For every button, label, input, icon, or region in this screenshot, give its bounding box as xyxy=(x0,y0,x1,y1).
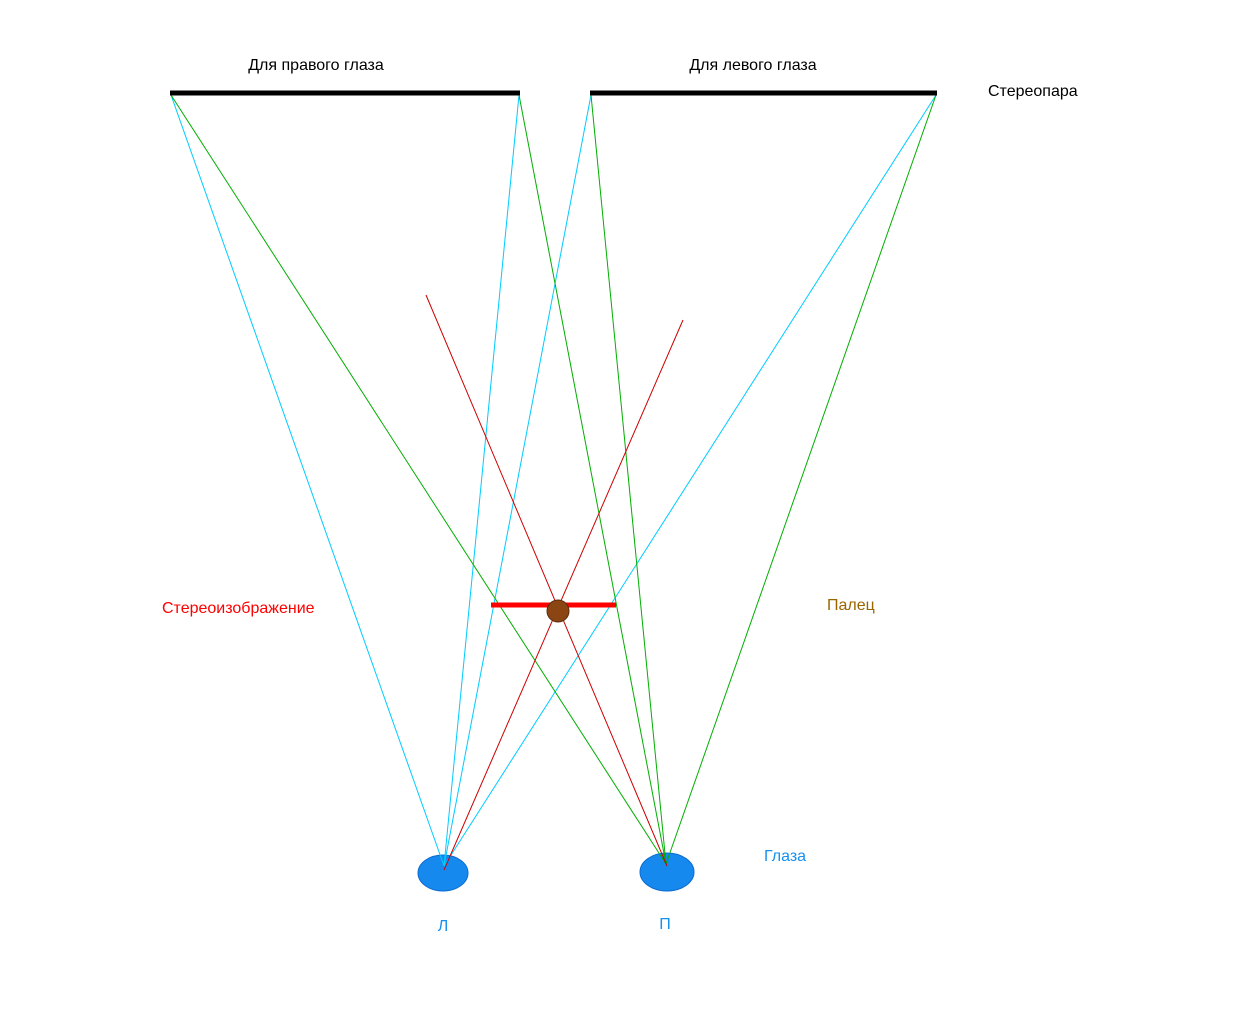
label-for-left-eye: Для левого глаза xyxy=(689,57,817,74)
ray-left-eye-to-bar2-left xyxy=(443,94,592,867)
right-eye-ellipse xyxy=(639,852,695,892)
ray-left-eye-to-bar1-right xyxy=(443,94,520,867)
label-left-eye-letter: Л xyxy=(437,918,449,935)
ray-left-eye-through-finger xyxy=(443,319,684,871)
finger-dot xyxy=(546,599,570,623)
ray-right-eye-to-bar1-left xyxy=(170,94,667,865)
label-stereo-pair: Стереопара xyxy=(988,83,1078,100)
label-eyes: Глаза xyxy=(764,848,807,865)
ray-right-eye-to-bar2-left xyxy=(590,94,667,865)
left-eye-ellipse xyxy=(417,854,469,892)
ray-left-eye-to-bar2-right xyxy=(443,94,937,867)
ray-right-eye-to-bar1-right xyxy=(518,94,667,865)
ray-right-eye-to-bar2-right xyxy=(665,94,937,865)
label-for-right-eye: Для правого глаза xyxy=(248,57,384,74)
label-stereo-image: Стереоизображение xyxy=(162,600,315,617)
label-finger: Палец xyxy=(827,597,875,614)
ray-left-eye-to-bar1-left xyxy=(170,94,445,867)
ray-right-eye-through-finger xyxy=(425,294,668,867)
label-right-eye-letter: П xyxy=(659,916,671,933)
